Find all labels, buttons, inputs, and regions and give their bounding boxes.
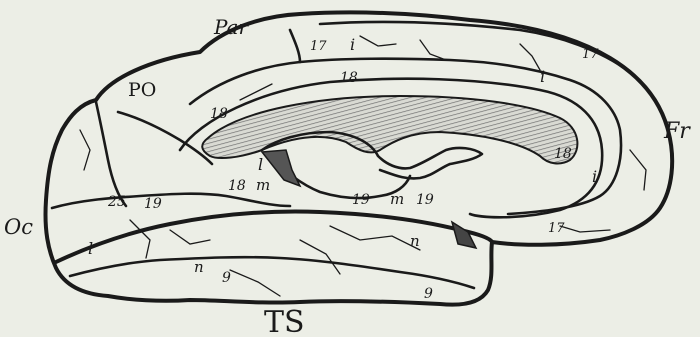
- label-m-left: m: [256, 176, 270, 194]
- label-n-right: n: [410, 232, 420, 250]
- label-ts: TS: [264, 305, 305, 337]
- minor-sulcus-5: [300, 240, 340, 274]
- minor-sulcus-4: [330, 226, 420, 250]
- minor-sulcus-6: [230, 270, 280, 296]
- label-m-mid: m: [390, 190, 404, 208]
- label-18-left: 18: [228, 178, 246, 194]
- label-l-lower: l: [88, 239, 93, 258]
- label-19-left: 19: [144, 196, 162, 212]
- minor-sulcus-10: [630, 150, 646, 190]
- corpus-callosum: [202, 96, 577, 163]
- label-9-right: 9: [424, 286, 433, 302]
- minor-sulcus-7: [420, 40, 446, 60]
- label-i-right: i: [540, 67, 545, 86]
- label-fr: Fr: [663, 119, 691, 144]
- calcarine-sulcus: [52, 194, 290, 208]
- label-18-right: 18: [554, 146, 572, 162]
- minor-sulcus-3: [170, 230, 210, 244]
- label-17-top: 17: [310, 39, 327, 54]
- parieto-occipital-sulcus: [96, 102, 126, 206]
- label-i-top: i: [350, 35, 355, 54]
- label-19-mid2: 19: [416, 192, 434, 208]
- paracentral-sulcus: [290, 30, 300, 62]
- minor-sulcus-9: [240, 84, 272, 100]
- temporal-boundary: [56, 212, 492, 263]
- label-po: PO: [128, 79, 156, 101]
- minor-sulcus-1: [80, 130, 90, 170]
- label-17-bottom-right: 17: [548, 221, 565, 236]
- label-n-left: n: [194, 258, 204, 276]
- minor-sulcus-2: [130, 220, 150, 258]
- label-oc: Oc: [4, 215, 33, 239]
- label-18-top: 18: [340, 70, 358, 86]
- collateral-sulcus: [70, 257, 474, 288]
- label-25: 25: [107, 194, 126, 210]
- label-l-upper: l: [258, 155, 263, 174]
- minor-sulcus-11: [360, 36, 396, 46]
- label-18-left-upper: 18: [210, 106, 228, 122]
- label-9-left: 9: [222, 270, 231, 286]
- label-i-lower-right: i: [592, 167, 597, 186]
- minor-sulcus-8: [520, 44, 540, 70]
- label-17-top-right: 17: [582, 47, 599, 62]
- label-19-mid: 19: [352, 192, 370, 208]
- label-par: Par: [213, 15, 249, 39]
- precuneus-sulcus: [118, 112, 212, 164]
- minor-sulcus-12: [560, 226, 610, 232]
